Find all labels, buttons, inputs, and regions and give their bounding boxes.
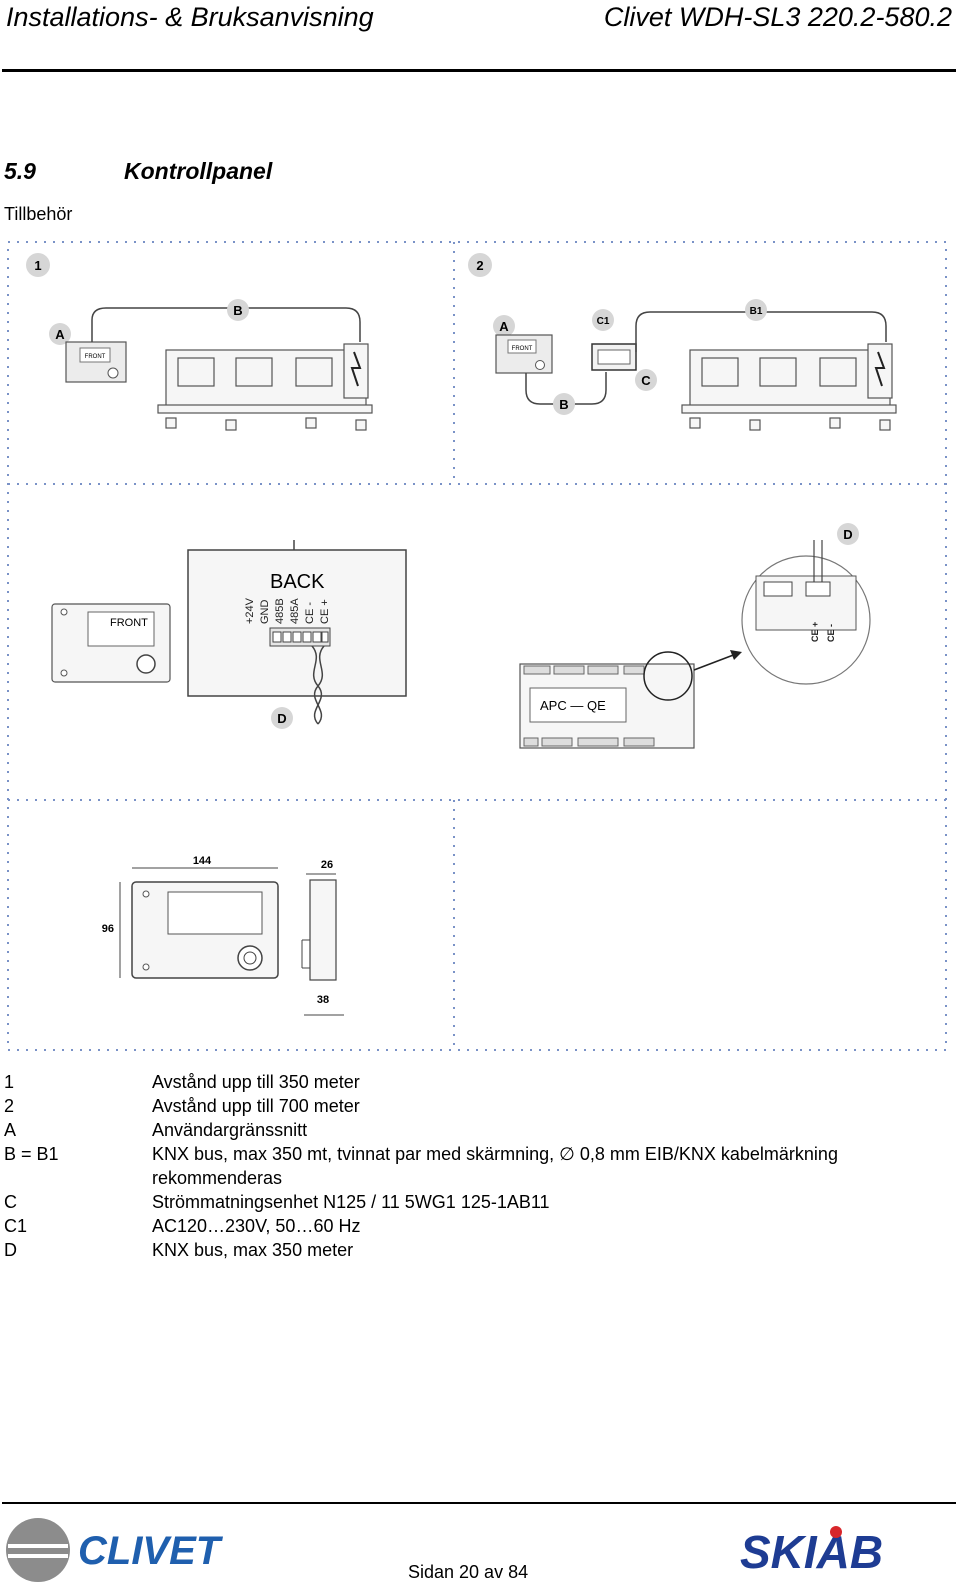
legend-row: 1 Avstånd upp till 350 meter xyxy=(4,1070,954,1094)
legend-row: C1 AC120…230V, 50…60 Hz xyxy=(4,1214,954,1238)
ce-plus-label: CE + xyxy=(810,622,820,642)
header-title: Installations- & Bruksanvisning xyxy=(6,2,374,32)
page-header: Installations- & Bruksanvisning Clivet W… xyxy=(0,0,960,72)
legend-key: C1 xyxy=(4,1216,28,1236)
page-number: Sidan 20 av 84 xyxy=(408,1562,529,1582)
dim-width: 144 xyxy=(193,855,212,867)
legend-row: C Strömmatningsenhet N125 / 11 5WG1 125-… xyxy=(4,1190,954,1214)
clivet-logo-text: CLIVET xyxy=(78,1529,224,1573)
label-c: C xyxy=(641,373,651,388)
label-b1: B1 xyxy=(750,306,763,317)
section-number: 5.9 xyxy=(4,158,36,184)
dimension-drawing: 144 96 26 38 xyxy=(102,855,344,1016)
legend-text: KNX bus, max 350 meter xyxy=(152,1240,354,1260)
terminal-label-5: CE - xyxy=(304,602,316,624)
label-a-2: A xyxy=(499,319,509,334)
figure-legend: 1 Avstånd upp till 350 meter 2 Avstånd u… xyxy=(4,1070,954,1262)
front-label-1: FRONT xyxy=(85,354,106,360)
front-label-3: FRONT xyxy=(110,617,148,629)
terminal-detail: FRONT BACK +24V GND 485B 485A CE - CE + xyxy=(51,523,871,749)
legend-text: Avstånd upp till 350 meter xyxy=(152,1072,360,1092)
wiring-figure: 1 A FRONT B 2 A xyxy=(7,241,947,1051)
back-label: BACK xyxy=(270,571,325,593)
subtitle: Tillbehör xyxy=(4,204,73,224)
label-a-1: A xyxy=(55,327,65,342)
legend-text: Avstånd upp till 700 meter xyxy=(152,1096,360,1116)
legend-key: B = B1 xyxy=(4,1144,59,1164)
terminal-label-4: 485A xyxy=(289,598,301,624)
dim-depth-bottom: 38 xyxy=(317,994,329,1006)
section-title: Kontrollpanel xyxy=(124,158,273,184)
label-d-1: D xyxy=(277,711,286,726)
dim-height: 96 xyxy=(102,923,114,935)
legend-key: C xyxy=(4,1192,17,1212)
label-d-2: D xyxy=(843,527,852,542)
footer-rule xyxy=(2,1502,956,1504)
legend-row: 2 Avstånd upp till 700 meter xyxy=(4,1094,954,1118)
skiab-logo: SKIAB xyxy=(740,1526,883,1576)
panel-2: 2 A FRONT B C1 C B1 xyxy=(468,253,897,431)
header-model: Clivet WDH-SL3 220.2-580.2 xyxy=(603,2,952,32)
skiab-logo-text: SKIAB xyxy=(740,1526,883,1576)
label-b-2: B xyxy=(559,397,568,412)
terminal-label-2: GND xyxy=(259,600,271,625)
legend-key: D xyxy=(4,1240,17,1260)
terminal-label-6: CE + xyxy=(319,599,331,624)
legend-text: AC120…230V, 50…60 Hz xyxy=(152,1216,361,1236)
legend-text: KNX bus, max 350 mt, tvinnat par med skä… xyxy=(152,1144,838,1188)
panel-1-number: 1 xyxy=(34,258,41,273)
legend-key: A xyxy=(4,1120,17,1140)
panel-2-number: 2 xyxy=(476,258,483,273)
terminal-label-3: 485B xyxy=(274,598,286,624)
clivet-logo: CLIVET xyxy=(6,1518,224,1582)
legend-text: Strömmatningsenhet N125 / 11 5WG1 125-1A… xyxy=(152,1192,550,1212)
label-b-1: B xyxy=(233,303,242,318)
legend-text: Användargränssnitt xyxy=(152,1120,308,1140)
front-label-2: FRONT xyxy=(512,346,533,352)
header-rule xyxy=(2,69,956,72)
legend-row: B = B1 KNX bus, max 350 mt, tvinnat par … xyxy=(4,1142,954,1190)
legend-row: D KNX bus, max 350 meter xyxy=(4,1238,954,1262)
apc-label: APC — QE xyxy=(540,698,606,713)
ce-minus-label: CE - xyxy=(826,624,836,642)
legend-key: 2 xyxy=(4,1096,15,1116)
terminal-label-1: +24V xyxy=(244,597,256,624)
legend-key: 1 xyxy=(4,1072,15,1092)
dim-depth-top: 26 xyxy=(321,859,333,871)
legend-row: A Användargränssnitt xyxy=(4,1118,954,1142)
panel-1: 1 A FRONT B xyxy=(26,253,373,431)
label-c1: C1 xyxy=(597,316,610,327)
